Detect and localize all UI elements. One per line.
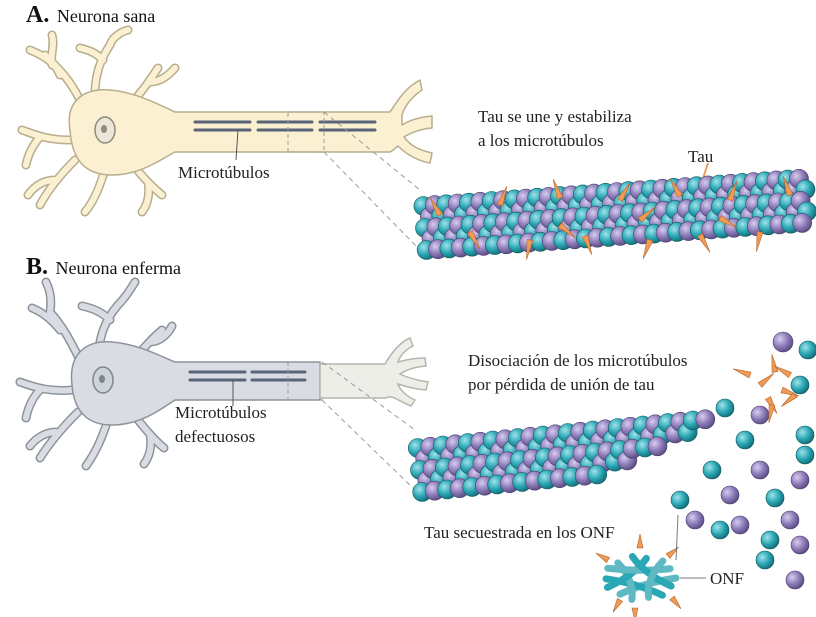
label-defective-line1: Microtúbulos [175, 402, 267, 423]
free-tubulin [711, 521, 729, 539]
tubulin-subunit [588, 465, 607, 484]
panel-b-title: B. Neurona enferma [26, 256, 181, 279]
free-tubulin [721, 486, 739, 504]
free-tubulin [796, 426, 814, 444]
label-microtubules: Microtúbulos [178, 162, 270, 183]
tau-protein [596, 553, 610, 563]
free-tubulin [736, 431, 754, 449]
panel-b-title-text: Neurona enferma [56, 258, 181, 278]
tau-protein [772, 354, 778, 372]
panel-b-letter: B. [26, 254, 48, 280]
tau-protein [769, 404, 775, 422]
free-tubulin [761, 531, 779, 549]
tau-protein [670, 596, 681, 609]
tau-protein [733, 369, 751, 378]
free-tubulin [731, 516, 749, 534]
tau-protein [758, 373, 774, 387]
tau-protein [757, 231, 763, 251]
free-tubulin [671, 491, 689, 509]
free-tubulin [786, 571, 804, 589]
free-tubulin [751, 461, 769, 479]
free-tubulin [796, 446, 814, 464]
tau-protein [781, 393, 797, 407]
tau-protein [637, 534, 643, 548]
panel-a-title-text: Neurona sana [57, 6, 155, 26]
label-onf: ONF [710, 568, 744, 589]
panel-a-title: A. Neurona sana [26, 4, 155, 27]
label-dissociation-line1: Disociación de los microtúbulos [468, 350, 688, 371]
free-tubulin [791, 376, 809, 394]
label-dissociation-line2: por pérdida de unión de tau [468, 374, 654, 395]
free-tubulin [791, 471, 809, 489]
label-tau-binds-line1: Tau se une y estabiliza [478, 106, 632, 127]
free-tubulin [781, 511, 799, 529]
label-tau: Tau [688, 146, 713, 167]
free-tubulin [703, 461, 721, 479]
free-tubulin [773, 332, 793, 352]
free-tubulin [751, 406, 769, 424]
neurofibrillary-tangle-icon [596, 534, 681, 617]
tau-protein [632, 608, 638, 617]
label-tau-binds-line2: a los microtúbulos [478, 130, 604, 151]
tau-protein [613, 599, 623, 613]
free-tubulin [716, 399, 734, 417]
stable-microtubule [414, 169, 816, 259]
free-tubulin [686, 511, 704, 529]
tubulin-subunit [648, 437, 667, 456]
label-defective-line2: defectuosos [175, 426, 255, 447]
panel-a-letter: A. [26, 2, 49, 28]
free-tubulin [799, 341, 816, 359]
diseased-axon-terminal [320, 338, 428, 406]
tubulin-subunit [793, 213, 812, 232]
tubulin-subunit [696, 410, 715, 429]
free-tubulin [756, 551, 774, 569]
free-tubulin [766, 489, 784, 507]
sequestered-pointer [676, 515, 678, 560]
free-tubulin [791, 536, 809, 554]
disassembling-microtubule [408, 410, 715, 502]
label-sequestered: Tau secuestrada en los ONF [424, 522, 614, 543]
healthy-neuron [22, 30, 432, 212]
